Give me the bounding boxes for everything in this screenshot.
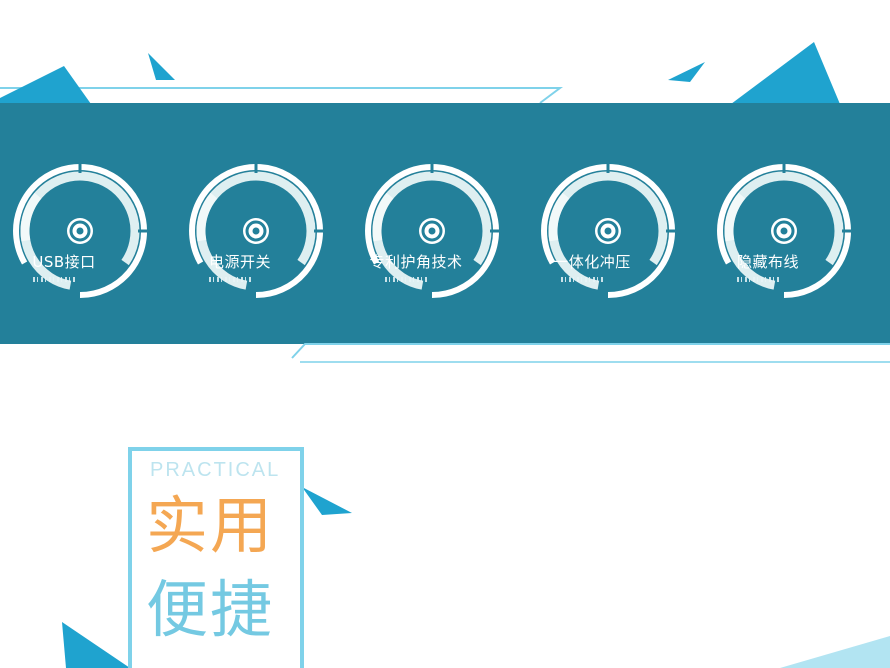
gauge-inner-arc-left [724, 192, 746, 242]
barcode-decoration [385, 277, 429, 282]
target-icon [243, 218, 269, 244]
triangle-small-top [148, 53, 175, 80]
feature-item: 专利护角技术 [357, 164, 507, 315]
practical-title-line1: 实用 [146, 489, 275, 562]
target-icon [771, 218, 797, 244]
barcode-decoration [737, 277, 781, 282]
outline-line-bottom [291, 343, 890, 359]
triangle-mid [302, 487, 352, 515]
gauge-ring [541, 164, 675, 298]
feature-label: 隐藏布线 [736, 253, 799, 271]
feature-item: USB接口 [5, 164, 155, 315]
gauge-inner-arc-left [196, 192, 218, 242]
gauge-inner-arc-left [548, 192, 570, 242]
feature-item: 一体化冲压 [533, 164, 683, 315]
practical-frame [128, 447, 304, 668]
barcode-decoration [209, 277, 253, 282]
feature-item: 隐藏布线 [709, 164, 859, 315]
gauge-outer-arc [365, 164, 499, 298]
gauge-inner-arc-left [20, 192, 42, 242]
practical-english-label: PRACTICAL [150, 459, 281, 481]
target-icon [595, 218, 621, 244]
outline-line-top [0, 87, 563, 104]
triangle-bottom-right [780, 636, 890, 668]
triangle-bottom-left [62, 622, 130, 668]
gauge-inner-arc [372, 171, 492, 290]
triangle-small-right [668, 62, 705, 82]
practical-title-line2: 便捷 [146, 573, 275, 646]
barcode-decoration [33, 277, 77, 282]
gauge-inner-arc-left [372, 192, 394, 242]
feature-label: 专利护角技术 [369, 253, 463, 271]
target-icon [67, 218, 93, 244]
gauge-ring [13, 164, 147, 298]
feature-label: USB接口 [32, 253, 96, 271]
gauge-ring [717, 164, 851, 298]
barcode-decoration [561, 277, 605, 282]
gauge-inner-arc [548, 171, 668, 290]
gauge-outer-arc [717, 164, 851, 298]
feature-item: 电源开关 [181, 164, 331, 315]
feature-label: 电源开关 [208, 253, 271, 271]
gauge-outer-arc [541, 164, 675, 298]
feature-band [0, 103, 890, 344]
gauge-outer-arc [189, 164, 323, 298]
gauge-inner-arc [724, 171, 844, 290]
gauge-inner-arc [20, 171, 140, 290]
gauge-outer-arc [13, 164, 147, 298]
gauge-inner-arc [196, 171, 316, 290]
gauge-ring [365, 164, 499, 298]
gauge-ring [189, 164, 323, 298]
target-icon [419, 218, 445, 244]
feature-label: 一体化冲压 [553, 253, 631, 271]
